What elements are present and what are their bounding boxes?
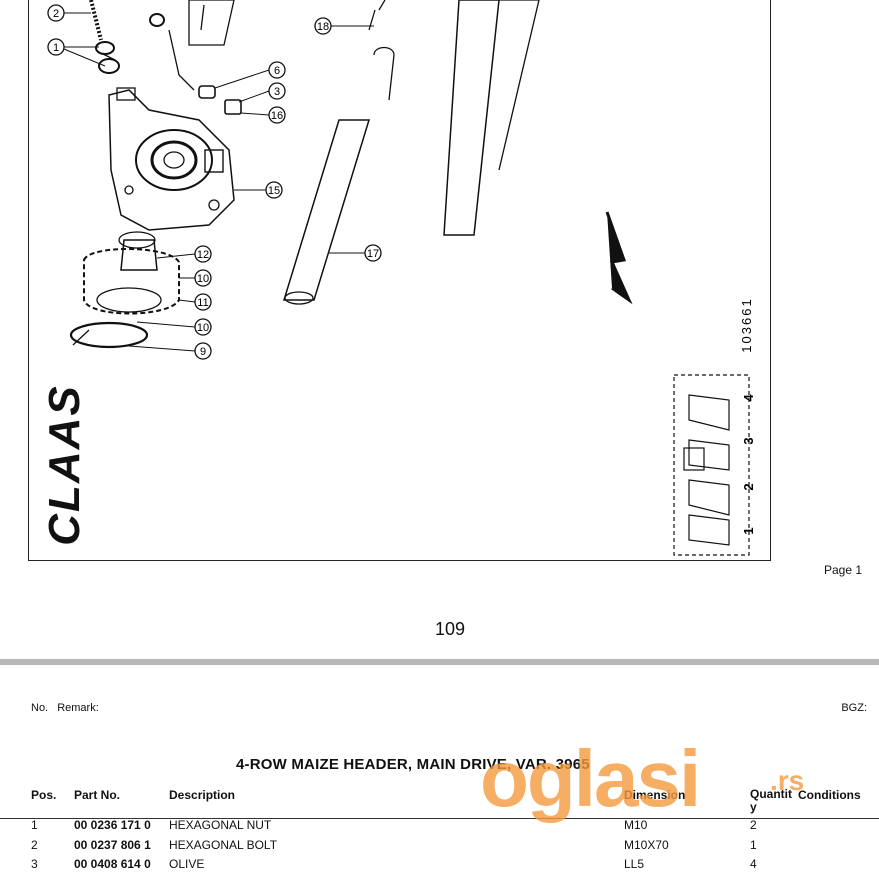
callout-12: 12 <box>156 245 212 263</box>
row-marker-4: 4 <box>741 394 756 402</box>
table-row: 1 00 0236 171 0 HEXAGONAL NUT M10 2 <box>0 818 879 836</box>
row-quantity: 2 <box>750 818 757 832</box>
svg-text:6: 6 <box>274 65 280 77</box>
row-pos: 3 <box>31 857 38 871</box>
page-separator <box>0 659 879 665</box>
svg-text:10: 10 <box>197 273 209 285</box>
callout-9: 9 <box>128 342 212 360</box>
row-dimension: M10 <box>624 818 648 832</box>
callout-16: 16 <box>240 106 286 124</box>
table-row: 3 00 0408 614 0 OLIVE LL5 4 <box>0 857 879 875</box>
callout-10-lower: 10 <box>136 318 212 336</box>
row-marker-1: 1 <box>741 527 756 534</box>
callout-group: 2 1 18 6 3 <box>47 4 382 360</box>
svg-text:17: 17 <box>367 248 379 260</box>
page-number: 109 <box>434 619 466 639</box>
svg-text:18: 18 <box>317 21 329 33</box>
document-title: 4-ROW MAIZE HEADER, MAIN DRIVE, VAR. 396… <box>236 756 590 773</box>
row-part-no: 00 0408 614 0 <box>74 857 151 871</box>
row-pos: 1 <box>31 818 38 832</box>
remark-label: Remark: <box>57 702 99 714</box>
parts-diagram: 2 1 18 6 3 <box>28 0 771 561</box>
claas-logo: CLAAS <box>40 384 89 546</box>
callout-11: 11 <box>178 293 212 311</box>
svg-text:16: 16 <box>271 110 283 122</box>
row-pos: 2 <box>31 838 38 852</box>
svg-text:12: 12 <box>197 249 209 261</box>
column-quantity: Quantit y <box>750 787 792 814</box>
svg-text:11: 11 <box>197 297 208 309</box>
column-description: Description <box>169 788 236 802</box>
callout-3: 3 <box>238 82 286 103</box>
row-marker-3: 3 <box>741 437 756 444</box>
svg-text:15: 15 <box>268 185 280 197</box>
callout-17: 17 <box>329 244 382 262</box>
callout-1: 1 <box>47 38 106 67</box>
no-label: No. <box>31 702 49 714</box>
callout-15: 15 <box>234 181 283 199</box>
callout-6: 6 <box>214 61 286 89</box>
svg-text:2: 2 <box>53 8 59 20</box>
parts-table-header: Pos. Part No. Description Dimension Quan… <box>0 788 879 819</box>
row-dimension: M10X70 <box>624 838 669 852</box>
document-header: No. Remark: BGZ: <box>31 702 867 714</box>
exploded-drawing: 2 1 18 6 3 <box>40 0 756 556</box>
drawing-number: 103661 <box>739 297 754 352</box>
svg-text:1: 1 <box>53 42 59 54</box>
callout-10-upper: 10 <box>179 269 212 287</box>
row-description: HEXAGONAL NUT <box>169 818 272 832</box>
column-conditions: Conditions <box>798 788 861 802</box>
callout-2: 2 <box>47 4 91 22</box>
svg-text:10: 10 <box>197 322 209 334</box>
svg-text:9: 9 <box>200 346 206 358</box>
bgz-label: BGZ: <box>841 702 867 714</box>
row-description: HEXAGONAL BOLT <box>169 838 278 852</box>
table-row: 2 00 0237 806 1 HEXAGONAL BOLT M10X70 1 <box>0 838 879 856</box>
row-dimension: LL5 <box>624 857 645 871</box>
column-dimension: Dimension <box>624 788 686 802</box>
column-part-no: Part No. <box>74 788 121 802</box>
svg-text:3: 3 <box>274 86 280 98</box>
row-marker-2: 2 <box>741 483 756 490</box>
row-part-no: 00 0236 171 0 <box>74 818 151 832</box>
row-quantity: 1 <box>750 838 757 852</box>
callout-18: 18 <box>314 17 374 35</box>
column-pos: Pos. <box>31 788 57 802</box>
row-part-no: 00 0237 806 1 <box>74 838 151 852</box>
page-label: Page 1 <box>824 563 863 577</box>
row-quantity: 4 <box>750 857 757 871</box>
row-description: OLIVE <box>169 857 205 871</box>
